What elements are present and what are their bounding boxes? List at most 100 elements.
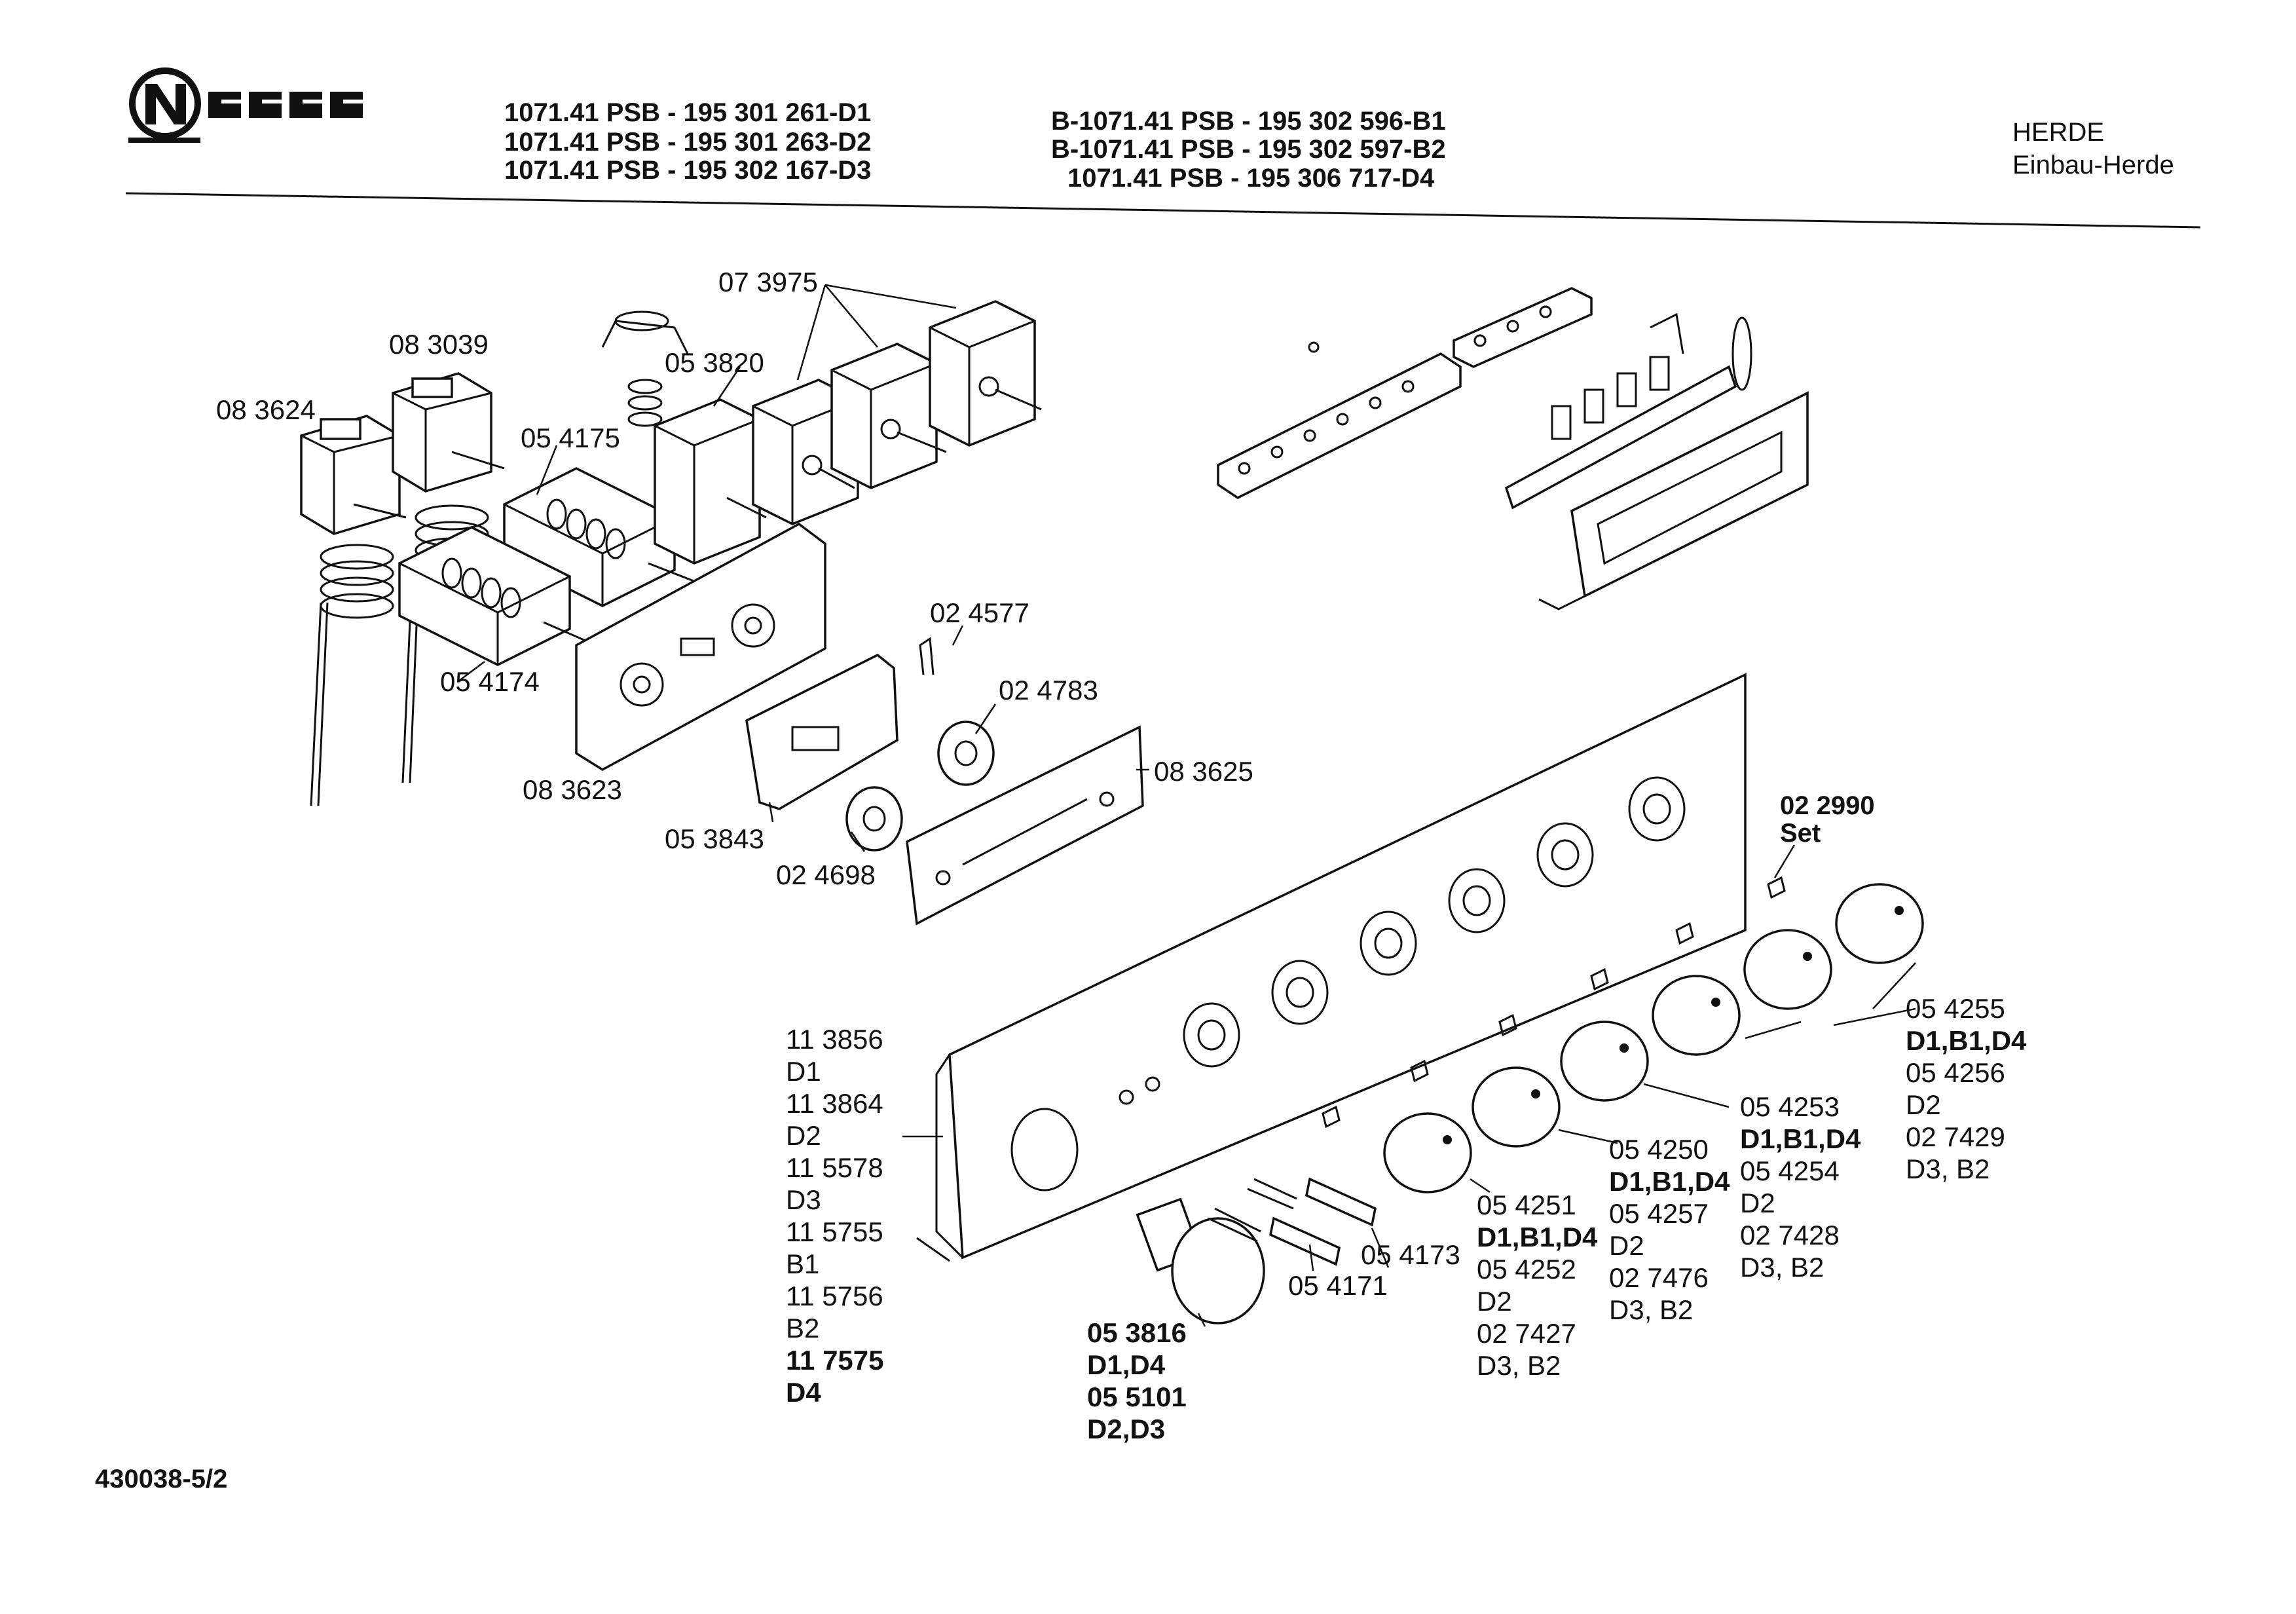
list-item: D2 (1477, 1286, 1512, 1317)
terminal-block-left (1217, 341, 1462, 500)
label-08-3624: 08 3624 (216, 394, 316, 425)
knob-5 (1743, 929, 1832, 1010)
list-item: D1,D4 (1087, 1349, 1166, 1380)
label-05-3820: 05 3820 (665, 347, 764, 378)
list-item: 11 3864 (786, 1088, 883, 1119)
label-02-4783: 02 4783 (999, 675, 1098, 705)
list-item: 02 7428 (1740, 1220, 1840, 1250)
list-item: B2 (786, 1313, 820, 1343)
list-item: D1 (786, 1056, 821, 1087)
list-item: 02 7476 (1609, 1262, 1709, 1293)
label-05-4175: 05 4175 (521, 422, 620, 453)
knob-2 (1472, 1066, 1561, 1148)
list-item: D1,B1,D4 (1906, 1025, 2027, 1056)
drawing-code: 430038-5/2 (95, 1465, 228, 1493)
label-02-4698: 02 4698 (776, 859, 876, 890)
terminal-rail (1504, 312, 1752, 510)
list-item: D1,B1,D4 (1477, 1222, 1598, 1252)
model-right-1: B-1071.41 PSB - 195 302 596-B1 (1051, 107, 1446, 136)
label-05-3843: 05 3843 (665, 823, 764, 854)
regulator-07-3975-b (830, 343, 947, 489)
bracket-08-3623 (575, 522, 826, 772)
terminal-block-right (1453, 287, 1593, 368)
model-right-2: B-1071.41 PSB - 195 302 597-B2 (1051, 135, 1446, 164)
knob-6 (1835, 883, 1924, 964)
holder-05-3843 (745, 653, 898, 810)
list-item: 05 5101 (1087, 1381, 1187, 1412)
label-02-2990-set: Set (1780, 819, 1821, 848)
list-item: D2 (1609, 1230, 1644, 1261)
list-item: 05 4251 (1477, 1190, 1576, 1220)
list-item: D2,D3 (1087, 1414, 1166, 1444)
disc-02-4698 (845, 786, 903, 852)
knob-1 (1383, 1112, 1472, 1193)
list-item: 05 4254 (1740, 1155, 1840, 1186)
neff-logo-mark (128, 67, 363, 143)
list-item: 05 4253 (1740, 1091, 1840, 1122)
list-item: D3, B2 (1740, 1252, 1824, 1283)
list-item: 05 4257 (1609, 1198, 1709, 1229)
label-08-3623: 08 3623 (523, 774, 622, 805)
model-right-3: 1071.41 PSB - 195 306 717-D4 (1067, 164, 1435, 193)
indicator-lamps (1208, 1177, 1377, 1266)
list-item: D1,B1,D4 (1740, 1123, 1861, 1154)
knob-inserts (1322, 876, 1786, 1129)
list-item: D3, B2 (1609, 1294, 1694, 1325)
list-item: D2 (786, 1120, 821, 1151)
category-subtitle: Einbau-Herde (2012, 151, 2174, 179)
label-02-2990: 02 2990 (1780, 791, 1875, 820)
knob-4 (1652, 975, 1741, 1056)
disc-02-4783 (937, 721, 995, 786)
label-08-3039: 08 3039 (389, 329, 489, 360)
knob-3 (1560, 1021, 1649, 1102)
list-item: D2 (1906, 1089, 1941, 1120)
label-08-3625: 08 3625 (1154, 756, 1253, 787)
label-07-3975: 07 3975 (718, 267, 818, 297)
front-frame (1538, 391, 1809, 610)
list-item: B1 (786, 1248, 820, 1279)
list-item: 05 4256 (1906, 1057, 2005, 1088)
list-item: 11 7575 (786, 1345, 884, 1376)
list-item: D3, B2 (1477, 1350, 1561, 1381)
model-left-2: 1071.41 PSB - 195 301 263-D2 (504, 128, 872, 157)
label-05-4173: 05 4173 (1361, 1239, 1460, 1270)
list-item: 05 4250 (1609, 1134, 1709, 1165)
list-item: 11 3856 (786, 1024, 883, 1055)
thermostat-08-3039 (392, 372, 505, 783)
list-item: 02 7427 (1477, 1318, 1576, 1349)
list-item: 11 5578 (786, 1152, 883, 1183)
list-item: D3 (786, 1184, 821, 1215)
model-left-1: 1071.41 PSB - 195 301 261-D1 (504, 98, 872, 127)
list-item: 05 4252 (1477, 1254, 1576, 1285)
list-item: 05 4255 (1906, 993, 2005, 1024)
clip-02-4577 (919, 637, 935, 675)
thermostat-08-3624 (300, 415, 407, 806)
list-item: D1,B1,D4 (1609, 1166, 1730, 1197)
switch-05-4174 (398, 526, 597, 666)
model-left-3: 1071.41 PSB - 195 302 167-D3 (504, 156, 872, 185)
regulator-05-3820 (601, 310, 767, 565)
category-title: HERDE (2012, 118, 2105, 147)
list-item: D4 (786, 1377, 821, 1408)
timer-knob-05-3816 (1136, 1197, 1265, 1324)
label-05-4171: 05 4171 (1288, 1270, 1388, 1301)
control-panel (916, 673, 1747, 1262)
list-item: 02 7429 (1906, 1121, 2005, 1152)
strip-08-3625 (906, 725, 1144, 926)
label-05-4174: 05 4174 (440, 666, 540, 697)
list-item: 11 5756 (786, 1281, 883, 1311)
list-item: 11 5755 (786, 1216, 883, 1247)
list-item: D3, B2 (1906, 1154, 1990, 1184)
label-02-4577: 02 4577 (930, 597, 1029, 628)
regulator-07-3975-c (929, 300, 1042, 447)
header-rule (125, 192, 2201, 229)
list-item: D2 (1740, 1188, 1775, 1218)
